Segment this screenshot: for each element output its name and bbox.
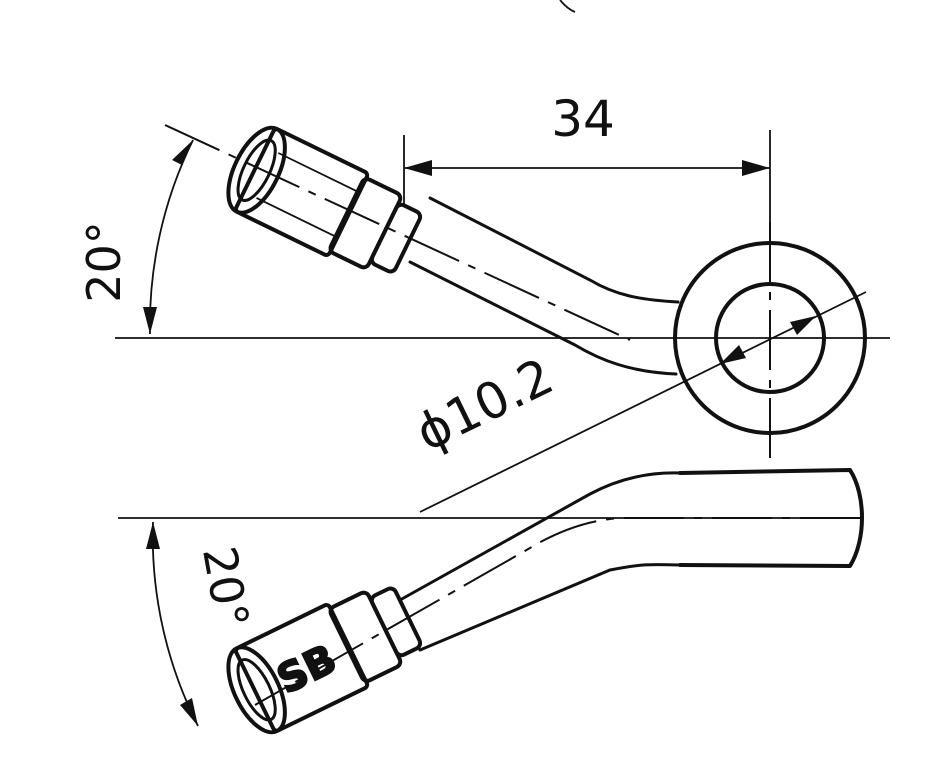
stray-mark (559, 0, 576, 13)
bottom-fitting-body (234, 603, 370, 733)
upper-angle-arc (149, 139, 194, 335)
diameter-arrow-upper (790, 316, 816, 335)
lower-angle-arrow-bottom (180, 698, 198, 726)
top-fitting-ring (369, 202, 423, 274)
bottom-tube-lower-edge (418, 563, 682, 652)
bottom-fitting-end-outer (226, 645, 287, 735)
top-fitting-flat-line-2 (256, 197, 336, 238)
lower-angle-arc (151, 521, 199, 727)
bottom-tube-upper-edge (398, 471, 682, 602)
bottom-view: SB 20° (118, 468, 864, 735)
bottom-fitting-end-inner (236, 658, 277, 722)
bottom-tube-centerline (254, 517, 860, 706)
bottom-fitting-collar (328, 590, 403, 683)
bottom-banjo-profile (678, 468, 864, 568)
diameter-label: ϕ10.2 (407, 347, 562, 462)
bottom-fitting-ring (369, 586, 423, 658)
lower-angle-label: 20° (192, 542, 259, 632)
lower-angle-arrow-top (146, 522, 160, 549)
banjo-eye-inner (714, 282, 826, 394)
top-fitting-end-outer (226, 125, 287, 215)
top-tube-upper-edge (428, 196, 680, 304)
dim-34-label: 34 (551, 90, 615, 148)
top-hose-fitting (226, 125, 423, 274)
top-fitting-end-inner (236, 138, 277, 202)
diameter-leader-line (419, 291, 867, 513)
upper-angle-arrow-bottom (143, 307, 157, 334)
top-view: 34 20° ϕ10.2 (77, 90, 890, 513)
top-fitting-flat-line-1 (277, 152, 358, 193)
diameter-arrow-lower (720, 345, 746, 364)
top-tube-centerline (164, 124, 631, 341)
top-fitting-body (234, 127, 370, 257)
dim-34-arrow-left (404, 160, 432, 176)
top-tube-lower-edge (408, 260, 678, 376)
top-fitting-collar (328, 177, 403, 270)
banjo-eye-outer (673, 241, 867, 435)
dim-34-arrow-right (742, 160, 770, 176)
upper-angle-label: 20° (77, 221, 131, 303)
upper-angle-arrow-top (172, 140, 193, 165)
